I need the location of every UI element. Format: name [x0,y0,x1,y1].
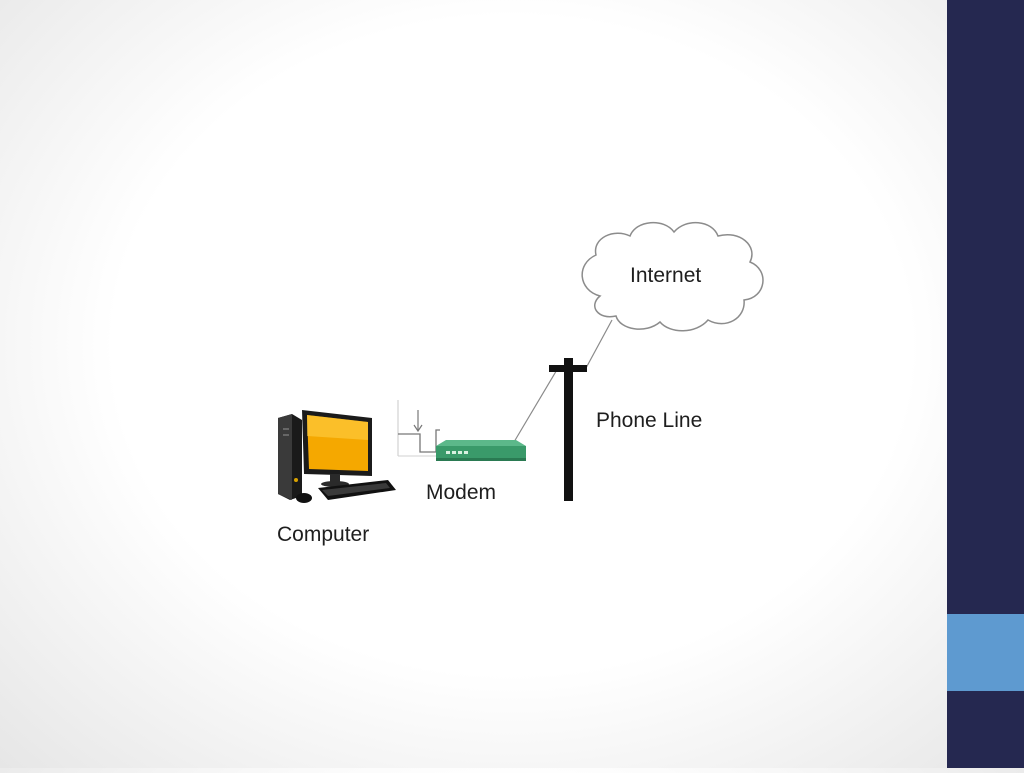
sidebar-accent-block [947,614,1024,691]
network-diagram: Internet Phone Line Modem Computer [277,222,764,546]
telephone-pole-icon [549,358,587,501]
internet-label: Internet [630,264,702,287]
cloud-to-pole-line [585,319,613,369]
diagram-canvas [278,222,764,503]
desktop-computer-icon [278,410,396,503]
pole-to-modem-line [513,367,559,443]
computer-label: Computer [277,523,370,546]
modem-icon [436,440,526,461]
slide-sidebar [947,0,1024,768]
cloud-icon [581,222,764,332]
modem-label: Modem [426,481,497,504]
phone-line-label: Phone Line [596,409,703,432]
